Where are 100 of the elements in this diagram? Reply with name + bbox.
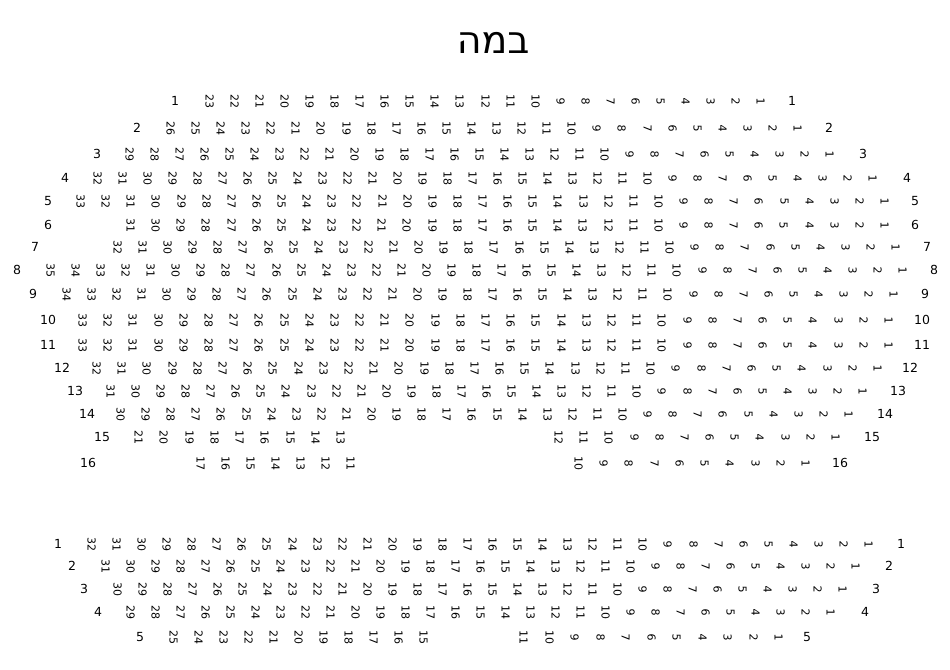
seat-number: 10 xyxy=(630,384,642,398)
seat-number: 30 xyxy=(124,559,136,573)
seat-number: 29 xyxy=(150,559,160,573)
seat-number: 11 xyxy=(636,287,648,301)
seat-number: 6 xyxy=(716,410,728,418)
seat-number: 26 xyxy=(270,263,282,277)
row-number: 11 xyxy=(914,338,930,352)
row-number: 13 xyxy=(67,384,83,398)
seat-number: 29 xyxy=(136,582,148,596)
seat-number: 29 xyxy=(166,171,178,185)
seat-number: 22 xyxy=(242,630,254,644)
seat-number: 31 xyxy=(136,240,148,254)
seat-number: 13 xyxy=(586,287,598,301)
seat-number: 18 xyxy=(451,218,462,232)
seat-number: 32 xyxy=(112,240,122,254)
seat-number: 22 xyxy=(354,313,365,327)
seat-number: 3 xyxy=(839,244,850,250)
seat-number: 34 xyxy=(70,263,81,277)
seat-number: 24 xyxy=(292,361,304,375)
seat-number: 1 xyxy=(800,460,810,466)
seat-number: 19 xyxy=(390,407,402,421)
seat-number: 24 xyxy=(300,194,312,208)
seat-number: 32 xyxy=(90,361,102,375)
seat-number: 13 xyxy=(556,384,567,398)
seat-number: 6 xyxy=(700,608,710,616)
seat-number: 19 xyxy=(405,384,416,398)
seat-number: 18 xyxy=(328,94,340,108)
seat-number: 31 xyxy=(126,338,138,352)
seat-number: 7 xyxy=(641,124,652,132)
seat-number: 20 xyxy=(401,194,412,208)
seat-number: 30 xyxy=(112,582,122,596)
seat-number: 24 xyxy=(286,537,298,551)
seat-number: 7 xyxy=(738,244,750,250)
row-number: 3 xyxy=(80,582,88,596)
seat-number: 7 xyxy=(712,540,724,548)
seat-number: 6 xyxy=(756,342,768,348)
seat-number: 17 xyxy=(476,218,488,232)
row-number: 12 xyxy=(902,362,918,374)
seat-number: 29 xyxy=(154,384,166,398)
seat-number: 22 xyxy=(324,559,336,573)
seat-number: 28 xyxy=(148,147,160,161)
row-number: 15 xyxy=(864,430,880,444)
seat-number: 17 xyxy=(476,194,488,208)
seat-number: 19 xyxy=(304,94,315,108)
seat-number: 22 xyxy=(362,240,374,254)
seat-number: 14 xyxy=(552,218,563,232)
seat-number: 26 xyxy=(250,194,262,208)
seat-number: 29 xyxy=(175,194,186,208)
seat-number: 16 xyxy=(480,384,492,398)
seat-number: 20 xyxy=(420,263,432,277)
seat-number: 25 xyxy=(275,218,286,232)
seat-number: 9 xyxy=(568,634,580,640)
seat-number: 9 xyxy=(681,316,692,324)
seat-number: 21 xyxy=(254,94,265,108)
seat-number: 19 xyxy=(429,313,440,327)
seat-number: 25 xyxy=(224,147,234,161)
seat-number: 25 xyxy=(278,313,289,327)
seat-number: 27 xyxy=(216,361,228,375)
seat-number: 13 xyxy=(536,582,548,596)
seat-number: 18 xyxy=(470,263,482,277)
row-number: 4 xyxy=(94,606,102,618)
row-number: 16 xyxy=(80,456,96,470)
seat-number: 28 xyxy=(192,171,202,185)
seat-number: 3 xyxy=(846,266,858,274)
seat-number: 12 xyxy=(605,313,616,327)
seat-number: 30 xyxy=(114,407,126,421)
seat-number: 29 xyxy=(124,605,136,619)
seat-number: 16 xyxy=(504,313,516,327)
seat-number: 6 xyxy=(737,540,748,548)
seat-number: 20 xyxy=(411,287,422,301)
seat-number: 15 xyxy=(538,240,550,254)
seat-number: 2 xyxy=(857,316,868,324)
seat-number: 9 xyxy=(656,388,667,394)
seat-number: 28 xyxy=(150,605,160,619)
seat-number: 15 xyxy=(491,407,502,421)
seat-number: 1 xyxy=(792,124,802,132)
seat-number: 17 xyxy=(496,263,507,277)
seat-number: 6 xyxy=(752,198,764,204)
seat-number: 13 xyxy=(569,361,580,375)
seat-number: 30 xyxy=(152,313,164,327)
seat-number: 16 xyxy=(220,456,230,470)
row-number: 3 xyxy=(93,148,101,160)
seat-number: 16 xyxy=(378,94,390,108)
seat-number: 9 xyxy=(628,434,640,440)
seat-number: 15 xyxy=(530,338,541,352)
seat-number: 21 xyxy=(378,338,390,352)
seat-number: 4 xyxy=(803,222,814,228)
seat-number: 9 xyxy=(681,342,692,348)
seat-number: 22 xyxy=(264,121,276,135)
seat-number: 21 xyxy=(324,147,334,161)
seat-number: 10 xyxy=(652,218,664,232)
seat-number: 8 xyxy=(721,266,732,274)
seat-number: 18 xyxy=(443,361,454,375)
seat-number: 21 xyxy=(268,630,278,644)
seat-number: 31 xyxy=(144,263,156,277)
seat-number: 33 xyxy=(74,194,86,208)
seat-number: 16 xyxy=(466,407,477,421)
seat-number: 5 xyxy=(654,98,666,104)
seat-number: 25 xyxy=(250,559,260,573)
seat-number: 15 xyxy=(546,263,557,277)
